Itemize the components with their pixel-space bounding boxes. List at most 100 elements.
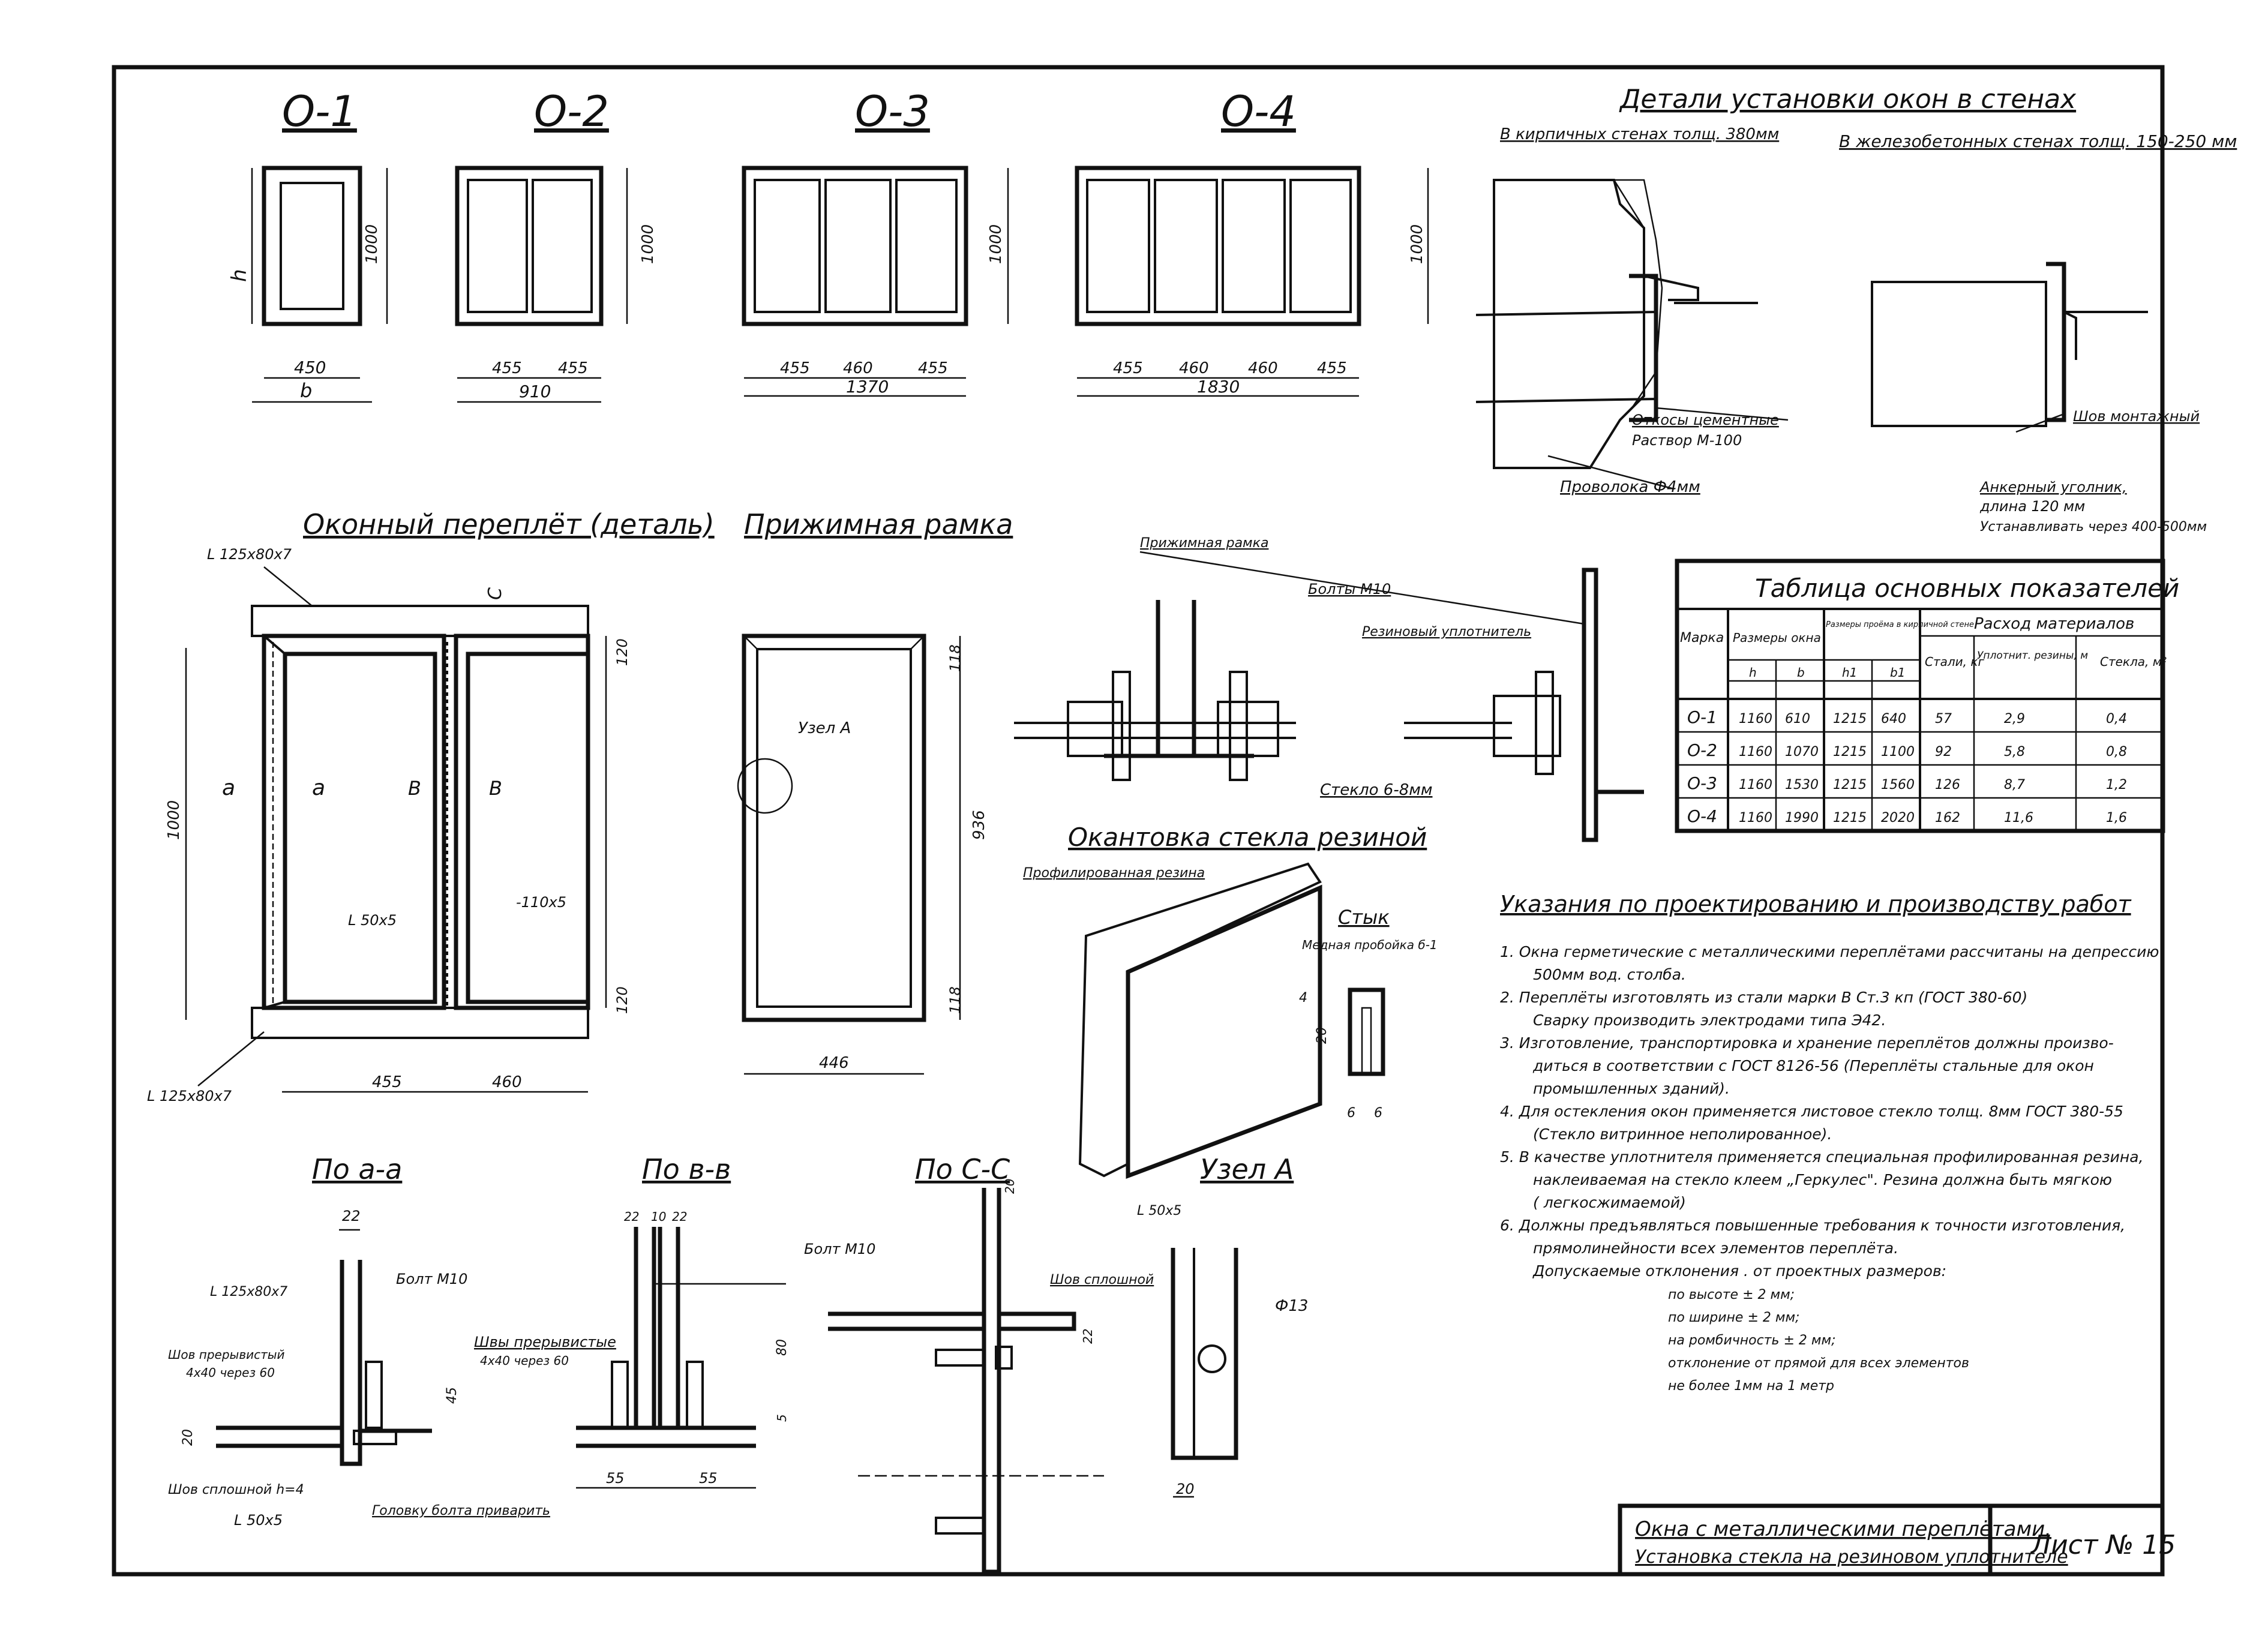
table-cell: 1070 bbox=[1785, 745, 1819, 760]
svg-text:Размеры окна: Размеры окна bbox=[1733, 631, 1821, 645]
svg-text:L 50x5: L 50x5 bbox=[348, 912, 397, 929]
table-cell: 5,8 bbox=[2004, 745, 2025, 760]
svg-text:Откосы цементные: Откосы цементные bbox=[1632, 412, 1779, 428]
instruction-line: (Стекло витринное неполированное). bbox=[1533, 1125, 1832, 1143]
table-cell: 1,2 bbox=[2106, 778, 2127, 793]
svg-text:22: 22 bbox=[672, 1209, 687, 1224]
svg-text:6: 6 bbox=[1347, 1106, 1355, 1121]
table-cell: 1215 bbox=[1833, 745, 1867, 760]
svg-text:Шов сплошной h=4: Шов сплошной h=4 bbox=[168, 1482, 304, 1497]
instruction-line: по ширине ± 2 мм; bbox=[1668, 1310, 1799, 1325]
section-aa: По а-а 22 L 125x80x7 Болт М10 Шов прерыв… bbox=[168, 1153, 550, 1529]
svg-text:118: 118 bbox=[947, 644, 964, 672]
table-cell: 126 bbox=[1935, 778, 1960, 793]
mark-o4: О-4 bbox=[1221, 87, 1296, 136]
svg-text:Резиновый уплотнитель: Резиновый уплотнитель bbox=[1362, 625, 1531, 640]
svg-text:L 125x80x7: L 125x80x7 bbox=[147, 1088, 232, 1104]
instruction-line: 2. Переплёты изготовлять из стали марки … bbox=[1500, 989, 2027, 1006]
frame-detail: Оконный переплёт (деталь) L 125x80x7 100… bbox=[147, 508, 715, 1104]
svg-text:20: 20 bbox=[1315, 1027, 1330, 1044]
svg-text:b: b bbox=[300, 379, 312, 402]
window-type-o4: О-4 1000 455 460 460 455 1830 bbox=[1075, 87, 1429, 397]
svg-text:a: a bbox=[222, 776, 235, 800]
section-detail: Прижимная рамка Болты М10 Резиновый упло… bbox=[1014, 536, 1644, 842]
table-title: Таблица основных показателей bbox=[1755, 574, 2179, 603]
svg-text:20: 20 bbox=[1003, 1179, 1017, 1194]
table-cell: 2,9 bbox=[2004, 712, 2025, 727]
svg-text:120: 120 bbox=[614, 986, 631, 1014]
table-cell: 1100 bbox=[1881, 745, 1915, 760]
svg-text:455: 455 bbox=[1113, 359, 1143, 377]
instruction-line: наклеиваемая на стекло клеем „Геркулес".… bbox=[1533, 1171, 2112, 1188]
svg-text:Расход материалов: Расход материалов bbox=[1974, 615, 2134, 633]
mark-o1: О-1 bbox=[282, 87, 357, 136]
svg-text:B: B bbox=[408, 777, 421, 800]
svg-text:1830: 1830 bbox=[1197, 377, 1240, 397]
svg-text:По а-а: По а-а bbox=[312, 1153, 402, 1185]
section-cc: По С-С 20 Шов сплошной 22 bbox=[828, 1153, 1154, 1574]
instruction-line: 5. В качестве уплотнителя применяется сп… bbox=[1500, 1148, 2143, 1166]
svg-text:-110x5: -110x5 bbox=[516, 894, 566, 911]
svg-text:460: 460 bbox=[1248, 359, 1278, 377]
table-cell: 8,7 bbox=[2004, 778, 2025, 793]
table-cell: О-3 bbox=[1687, 773, 1717, 793]
node-a: Узел А L 50x5 Ф13 20 bbox=[1137, 1153, 1308, 1498]
svg-text:Уплотнит. резины, м: Уплотнит. резины, м bbox=[1977, 650, 2088, 662]
svg-text:Марка: Марка bbox=[1680, 631, 1724, 646]
section-bb: По в-в 22 10 22 80 5 Швы прерывистые 4x4… bbox=[474, 1153, 875, 1489]
edging-title: Окантовка стекла резиной bbox=[1068, 822, 1427, 852]
svg-text:Узел А: Узел А bbox=[798, 719, 851, 737]
svg-text:455: 455 bbox=[918, 359, 948, 377]
svg-text:45: 45 bbox=[445, 1387, 460, 1404]
table-cell: О-4 bbox=[1687, 806, 1717, 826]
title-block: Окна с металлическими переплётами. Устан… bbox=[1618, 1503, 2176, 1577]
svg-text:Медная пробойка б-1: Медная пробойка б-1 bbox=[1302, 938, 1438, 952]
svg-text:По С-С: По С-С bbox=[915, 1153, 1010, 1185]
table-cell: 0,8 bbox=[2106, 745, 2127, 760]
instruction-line: 1. Окна герметические с металлическими п… bbox=[1500, 943, 2159, 960]
svg-text:Болт М10: Болт М10 bbox=[804, 1241, 875, 1257]
svg-text:L 50x5: L 50x5 bbox=[1137, 1203, 1181, 1218]
svg-text:455: 455 bbox=[1317, 359, 1347, 377]
instructions: Указания по проектированию и производств… bbox=[1500, 891, 2159, 1394]
table-cell: 2020 bbox=[1881, 811, 1915, 825]
svg-text:22: 22 bbox=[624, 1209, 639, 1224]
svg-text:Швы прерывистые: Швы прерывистые bbox=[474, 1334, 616, 1350]
svg-text:Шов прерывистый: Шов прерывистый bbox=[168, 1347, 285, 1362]
mark-o3: О-3 bbox=[855, 87, 930, 136]
svg-text:Узел А: Узел А bbox=[1200, 1153, 1294, 1185]
instruction-line: на ромбичность ± 2 мм; bbox=[1668, 1333, 1835, 1348]
svg-text:1000: 1000 bbox=[1408, 224, 1426, 264]
instruction-line: Сварку производить электродами типа Э42. bbox=[1533, 1011, 1886, 1029]
window-type-o1: О-1 1000 h 450 b bbox=[227, 87, 388, 403]
svg-text:B: B bbox=[489, 777, 502, 800]
svg-text:L 50x5: L 50x5 bbox=[234, 1512, 283, 1529]
window-type-o2: О-2 1000 455 455 910 bbox=[455, 87, 657, 403]
table-cell: О-1 bbox=[1687, 707, 1717, 727]
sheet-number: Лист № 15 bbox=[2030, 1530, 2176, 1560]
svg-text:Анкерный уголник,: Анкерный уголник, bbox=[1979, 479, 2127, 496]
table-cell: 1560 bbox=[1881, 778, 1915, 793]
instruction-line: диться в соответствии с ГОСТ 8126-56 (Пе… bbox=[1532, 1057, 2094, 1074]
svg-text:L 125x80x7: L 125x80x7 bbox=[207, 546, 292, 563]
svg-text:446: 446 bbox=[819, 1054, 849, 1072]
svg-text:22: 22 bbox=[1081, 1329, 1095, 1344]
table-cell: 57 bbox=[1935, 712, 1952, 727]
svg-text:h: h bbox=[227, 269, 251, 282]
svg-text:1370: 1370 bbox=[846, 377, 889, 397]
table-cell: 1215 bbox=[1833, 712, 1867, 727]
svg-text:длина 120 мм: длина 120 мм bbox=[1979, 498, 2085, 515]
svg-text:22: 22 bbox=[342, 1208, 361, 1224]
svg-text:460: 460 bbox=[843, 359, 873, 377]
svg-text:1000: 1000 bbox=[639, 224, 657, 264]
svg-text:Шов монтажный: Шов монтажный bbox=[2073, 408, 2200, 425]
instruction-line: промышленных зданий). bbox=[1533, 1080, 1730, 1097]
table-cell: 1530 bbox=[1785, 778, 1819, 793]
svg-text:80: 80 bbox=[775, 1339, 790, 1356]
table-cell: 162 bbox=[1935, 811, 1960, 825]
svg-text:b: b bbox=[1797, 665, 1805, 680]
table-cell: 1990 bbox=[1785, 811, 1819, 825]
svg-text:1000: 1000 bbox=[987, 224, 1005, 264]
svg-text:h: h bbox=[1749, 665, 1757, 680]
